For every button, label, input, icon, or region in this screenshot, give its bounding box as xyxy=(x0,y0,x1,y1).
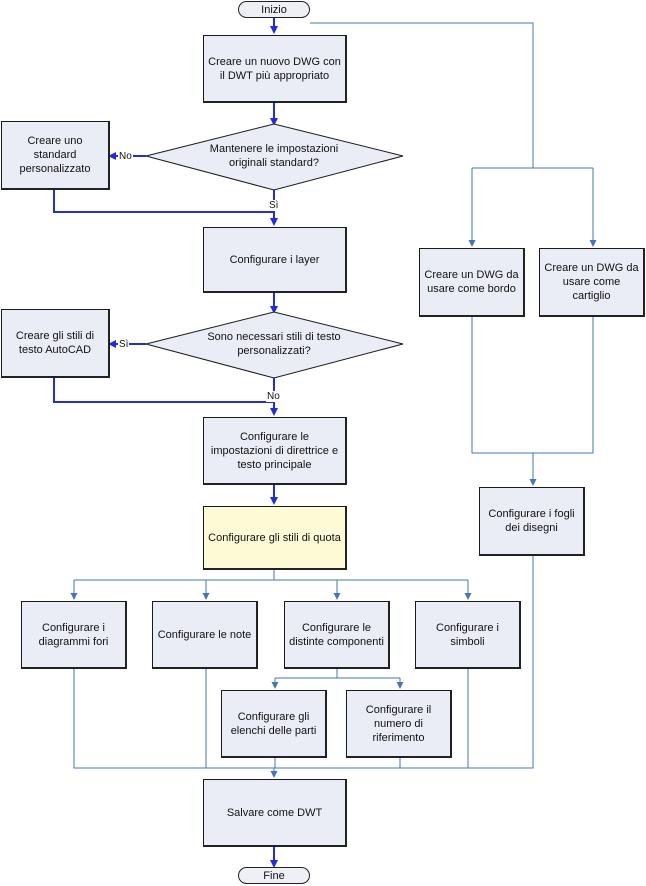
edge-start-right xyxy=(310,22,534,168)
step-bom: Configurare le distinte componenti xyxy=(284,601,390,669)
decision-keep-standard: Mantenere le impostazioni originali stan… xyxy=(209,143,339,169)
decision-text-styles-shape xyxy=(145,311,404,379)
step-new-dwg: Creare un nuovo DWG con il DWT più appro… xyxy=(203,35,347,103)
edge-textstyles-back xyxy=(53,378,274,403)
step-title-block-dwg: Creare un DWG da usare come cartiglio xyxy=(539,248,645,317)
edge-right-merge xyxy=(471,317,594,454)
step-notes: Configurare le note xyxy=(152,601,258,669)
step-border-dwg: Creare un DWG da usare come bordo xyxy=(419,248,525,317)
edge-bottom-collect xyxy=(73,556,534,769)
step-dim-styles: Configurare gli stili di quota xyxy=(203,506,347,570)
start-terminal: Inizio xyxy=(238,1,310,18)
step-save-dwt: Salvare come DWT xyxy=(203,779,347,847)
label-no-1: No xyxy=(118,151,133,162)
step-custom-standard: Creare uno standard personalizzato xyxy=(1,121,110,190)
decision-keep-standard-shape xyxy=(145,123,404,191)
edge-custom-back xyxy=(53,190,274,213)
label-no-2: No xyxy=(266,391,281,402)
step-balloon: Configurare il numero di riferimento xyxy=(346,690,452,758)
step-hole-charts: Configurare i diagrammi fori xyxy=(21,601,127,669)
step-leader-settings: Configurare le impostazioni di direttric… xyxy=(203,417,347,485)
label-si-2: Sì xyxy=(118,339,130,350)
decision-text-styles: Sono necessari stili di testo personaliz… xyxy=(207,331,341,357)
label-si-1: Sì xyxy=(268,200,280,211)
step-parts-lists: Configurare gli elenchi delle parti xyxy=(221,690,327,758)
step-text-styles: Creare gli stili di testo AutoCAD xyxy=(1,309,110,378)
step-drawing-sheets: Configurare i fogli dei disegni xyxy=(479,487,585,556)
end-terminal: Fine xyxy=(238,867,310,884)
step-layers: Configurare i layer xyxy=(203,227,347,293)
step-symbols: Configurare i simboli xyxy=(415,601,521,669)
